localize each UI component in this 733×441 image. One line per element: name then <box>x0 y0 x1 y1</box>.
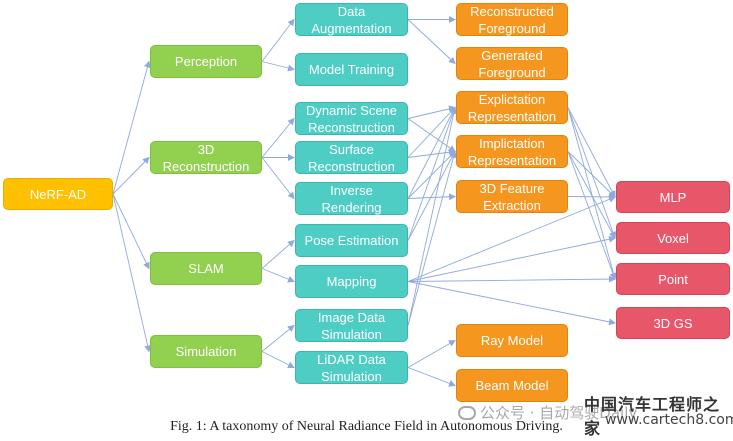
edge-explicit-to-voxel <box>567 107 617 239</box>
edge-explicit-to-point <box>567 107 617 280</box>
node-dyn-scene: Dynamic Scene Reconstruction <box>295 102 408 135</box>
edge-lidar-sim-to-ray <box>407 340 456 368</box>
site-watermark-url: www.cartech8.com <box>605 412 733 428</box>
edge-implicit-to-point <box>567 151 617 280</box>
node-lidar-sim: LiDAR Data Simulation <box>295 351 408 384</box>
node-ray: Ray Model <box>456 324 568 357</box>
edge-inverse-to-feature3d <box>407 193 456 201</box>
edge-slam-to-mapping <box>261 268 295 283</box>
edge-recon3d-to-inverse <box>261 157 295 200</box>
node-voxel: Voxel <box>616 222 730 254</box>
edge-nerf-to-recon3d <box>112 156 150 195</box>
wechat-watermark: 公众号 · 自动驾驶Daily <box>458 402 637 423</box>
edge-surface-to-explicit <box>407 106 456 158</box>
edge-mapping-to-mlp <box>407 196 616 282</box>
edge-mapping-to-voxel <box>407 235 616 282</box>
figure-caption: Fig. 1: A taxonomy of Neural Radiance Fi… <box>170 419 563 434</box>
node-implicit: Implictation Representation <box>456 135 568 168</box>
edge-nerf-to-perception <box>112 60 151 195</box>
node-model-train: Model Training <box>295 53 408 86</box>
edge-pose-to-implicit <box>407 150 456 241</box>
node-mapping: Mapping <box>295 265 408 298</box>
node-pose: Pose Estimation <box>295 224 408 257</box>
edge-data-aug-to-gen-fg <box>407 19 456 65</box>
edge-mapping-to-point <box>407 275 616 283</box>
node-perception: Perception <box>150 45 262 78</box>
edge-image-sim-to-explicit <box>407 106 458 326</box>
edge-perception-to-model-train <box>261 61 295 72</box>
node-mlp: MLP <box>616 181 730 213</box>
edge-perception-to-data-aug <box>261 18 295 62</box>
edge-lidar-sim-to-beam <box>407 367 456 387</box>
edge-explicit-to-mlp <box>567 107 616 198</box>
node-nerf: NeRF-AD <box>3 178 113 210</box>
edge-dyn-scene-to-implicit <box>407 118 456 153</box>
edge-simulation-to-lidar-sim <box>261 351 295 368</box>
edge-image-sim-to-implicit <box>407 150 457 326</box>
node-surface: Surface Reconstruction <box>295 141 408 174</box>
edge-implicit-to-voxel <box>567 151 616 239</box>
node-point: Point <box>616 263 730 295</box>
node-simulation: Simulation <box>150 335 262 368</box>
edge-nerf-to-slam <box>112 193 150 270</box>
node-recon3d: 3D Reconstruction <box>150 141 262 174</box>
node-data-aug: Data Augmentation <box>295 3 408 36</box>
node-image-sim: Image Data Simulation <box>295 309 408 342</box>
edge-inverse-to-explicit <box>407 106 456 199</box>
node-beam: Beam Model <box>456 369 568 402</box>
wechat-icon <box>458 405 476 420</box>
node-inverse: Inverse Rendering <box>295 182 408 215</box>
node-gs3d: 3D GS <box>616 307 730 339</box>
node-slam: SLAM <box>150 252 262 285</box>
wechat-watermark-text: 公众号 · 自动驾驶Daily <box>480 404 638 422</box>
edge-simulation-to-image-sim <box>261 324 295 352</box>
node-feature3d: 3D Feature Extraction <box>456 180 568 213</box>
edge-surface-to-implicit <box>407 148 456 158</box>
edge-nerf-to-simulation <box>112 193 152 353</box>
node-gen-fg: Generated Foreground <box>456 47 568 80</box>
node-recon-fg: Reconstructed Foreground <box>456 3 568 36</box>
edge-recon3d-to-dyn-scene <box>261 117 295 158</box>
edge-implicit-to-mlp <box>567 151 616 198</box>
edge-mapping-to-gs3d <box>407 281 616 326</box>
edge-feature3d-to-mlp <box>567 193 616 201</box>
node-explicit: Explictation Representation <box>456 91 568 124</box>
site-watermark-cn: 中国汽车工程师之家 <box>584 395 721 438</box>
edge-pose-to-explicit <box>407 106 457 241</box>
edge-dyn-scene-to-explicit <box>407 105 456 119</box>
edge-slam-to-pose <box>261 239 295 269</box>
